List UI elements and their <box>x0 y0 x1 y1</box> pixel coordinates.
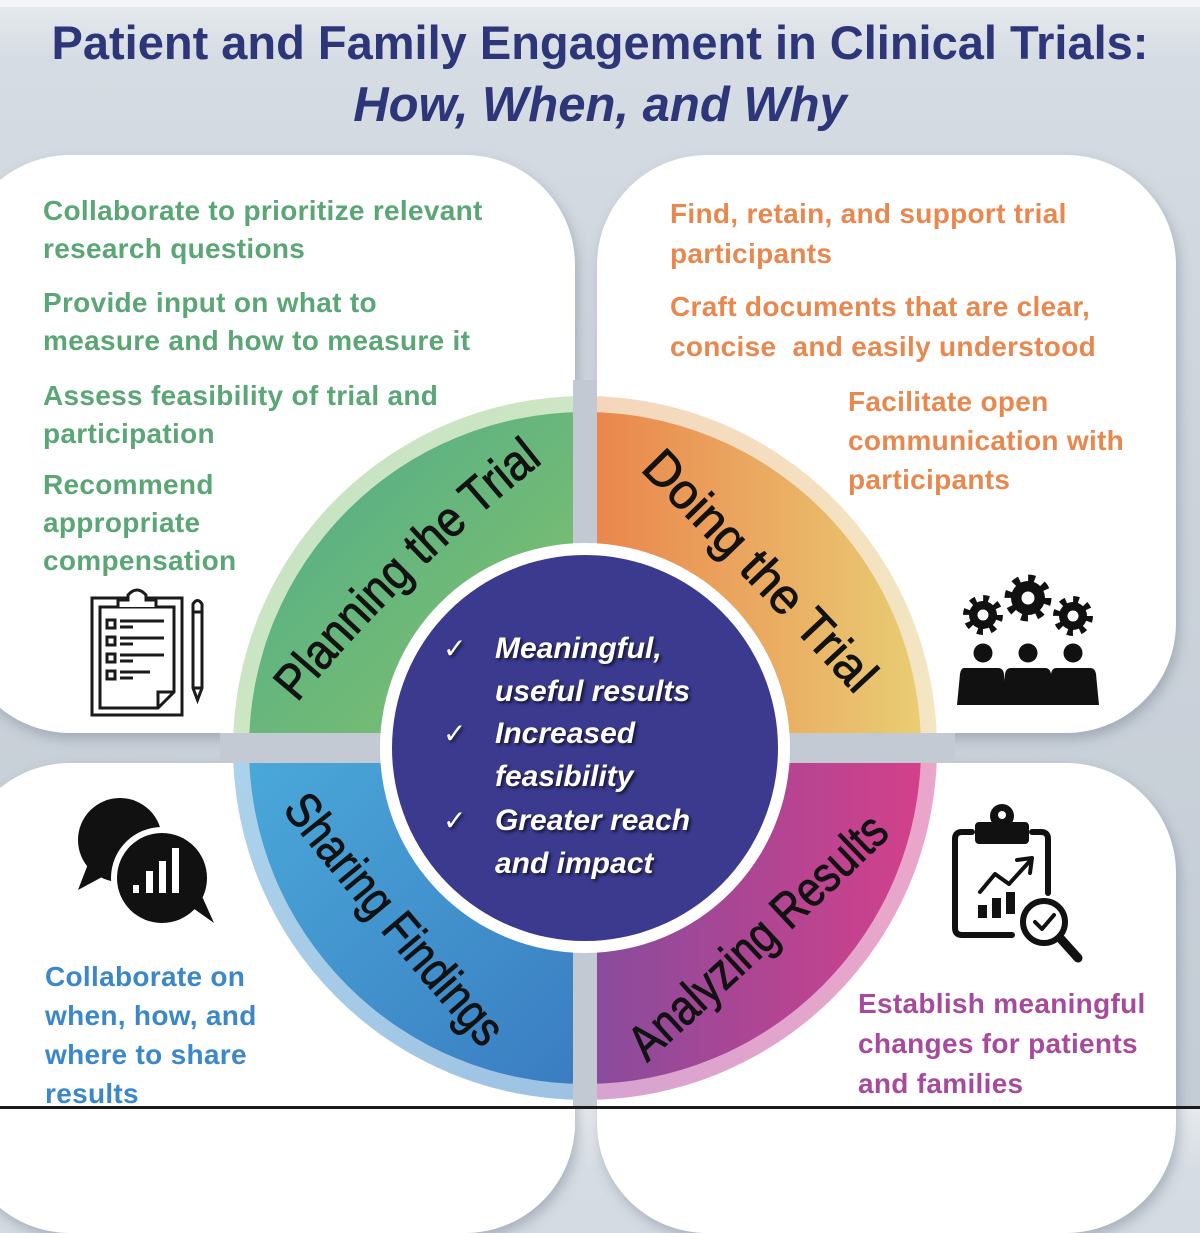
text-line: Establish meaningful <box>858 988 1146 1019</box>
engagement-wheel: Planning the Trial Doing the Trial Shari… <box>78 380 1099 1109</box>
text-line: Collaborate to prioritize relevant <box>43 195 483 226</box>
text-line: compensation <box>43 545 237 576</box>
text-line: measure and how to measure it <box>43 325 471 356</box>
clipboard-analytics-icon <box>952 804 1083 963</box>
sharing-item-1: Collaborate on when, how, and where to s… <box>45 957 257 1113</box>
text-line: and families <box>858 1068 1024 1099</box>
text-line: where to share <box>45 1039 247 1070</box>
text-line: Recommend <box>43 469 214 500</box>
text-line: when, how, and <box>45 1000 257 1031</box>
text-line: results <box>45 1078 139 1109</box>
planning-item-3: Assess feasibility of trial and particip… <box>43 377 438 453</box>
title-subtitle: How, When, and Why <box>353 78 847 132</box>
text-line: Assess feasibility of trial and <box>43 380 439 411</box>
text-line: communication with <box>848 425 1125 456</box>
check-icon: ✓ <box>443 717 467 750</box>
clipboard-checklist-icon <box>90 588 204 717</box>
text-line: concise and easily understood <box>670 331 1097 362</box>
check-icon: ✓ <box>443 804 467 837</box>
bottom-border <box>0 1106 1200 1109</box>
text-line: changes for patients <box>858 1028 1138 1059</box>
text-line: Facilitate open <box>848 386 1049 417</box>
text-line: appropriate <box>43 507 201 538</box>
planning-item-2: Provide input on what to measure and how… <box>43 284 470 360</box>
doing-item-2: Craft documents that are clear, concise … <box>670 287 1096 367</box>
text-line: participation <box>43 418 215 449</box>
text-line: research questions <box>43 233 306 264</box>
text-line: participants <box>848 464 1011 495</box>
center-circle <box>392 555 778 941</box>
text-line: Meaningful, <box>495 632 662 665</box>
text-line: useful results <box>495 675 691 708</box>
text-line: and impact <box>495 847 654 880</box>
text-line: Provide input on what to <box>43 287 377 318</box>
text-line: participants <box>670 238 833 269</box>
text-line: feasibility <box>495 760 634 793</box>
doing-item-3: Facilitate open communication with parti… <box>848 382 1124 499</box>
text-line: Collaborate on <box>45 961 246 992</box>
analyzing-item-1: Establish meaningful changes for patient… <box>858 984 1146 1104</box>
text-line: Greater reach <box>495 804 691 837</box>
doing-item-1: Find, retain, and support trial particip… <box>670 194 1067 274</box>
text-line: Craft documents that are clear, <box>670 291 1091 322</box>
top-strip <box>0 0 1200 7</box>
title-main: Patient and Family Engagement in Clinica… <box>51 16 1149 69</box>
check-icon: ✓ <box>443 632 467 665</box>
planning-item-4: Recommend appropriate compensation <box>43 466 236 580</box>
text-line: Find, retain, and support trial <box>670 198 1067 229</box>
chat-bubbles-chart-icon <box>78 798 214 929</box>
text-line: Increased <box>495 717 636 750</box>
gears-team-icon <box>957 574 1099 705</box>
planning-item-1: Collaborate to prioritize relevant resea… <box>43 192 483 268</box>
